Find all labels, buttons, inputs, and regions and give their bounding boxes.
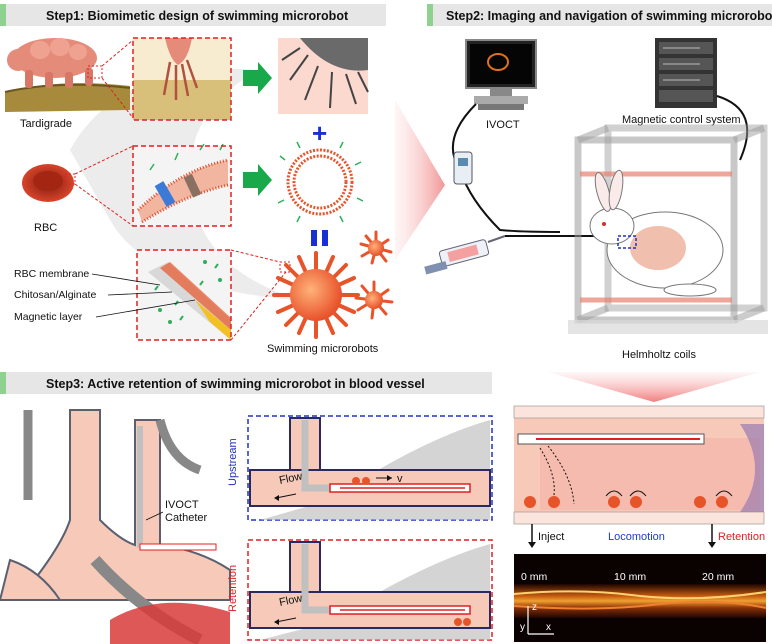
ivoct-catheter-label-1: IVOCT xyxy=(165,499,199,511)
rabbit xyxy=(589,169,724,297)
step1-title: Step1: Biomimetic design of swimming mic… xyxy=(46,9,349,23)
locomotion-label: Locomotion xyxy=(608,531,665,543)
tardigrade-label: Tardigrade xyxy=(20,118,72,130)
ivoct-label: IVOCT xyxy=(486,119,520,131)
oct-axes xyxy=(527,606,554,635)
ivoct-catheter-label-2: Catheter xyxy=(165,512,208,524)
magnetic-control-label: Magnetic control system xyxy=(622,114,741,126)
plus-sign: + xyxy=(312,118,327,148)
step2-title: Step2: Imaging and navigation of swimmin… xyxy=(446,9,772,23)
rbc-membrane-label: RBC membrane xyxy=(14,268,89,280)
chitosan-label: Chitosan/Alginate xyxy=(14,289,96,301)
membrane-vesicle xyxy=(277,141,364,223)
equals-sign xyxy=(311,230,328,246)
retention-panel xyxy=(247,539,493,641)
step-arrow-1-to-2 xyxy=(395,100,445,260)
microrobot-small-1 xyxy=(359,230,393,265)
flow-label-1: Flow xyxy=(278,470,303,487)
retention-side-label: Retention xyxy=(227,565,239,612)
catheter-controller xyxy=(453,151,473,185)
vessel-tree xyxy=(0,409,231,644)
velocity-label: v xyxy=(397,473,403,485)
claw-zoom-panel xyxy=(132,37,232,121)
step3-title: Step3: Active retention of swimming micr… xyxy=(46,377,425,391)
vessel-microrobots xyxy=(524,496,728,508)
locomotion-arrows xyxy=(605,490,733,497)
microrobot-small-2 xyxy=(354,280,394,320)
spiky-surface-panel xyxy=(278,38,369,114)
tardigrade-zoom-box xyxy=(87,65,103,79)
upstream-panel xyxy=(247,415,493,521)
magnetic-layer-label: Magnetic layer xyxy=(14,311,83,323)
axis-x: x xyxy=(546,622,551,633)
helmholtz-label: Helmholtz coils xyxy=(622,349,696,361)
step1-header: Step1: Biomimetic design of swimming mic… xyxy=(0,4,386,26)
control-cable xyxy=(716,95,749,161)
magnetic-control-rack xyxy=(655,38,717,108)
helmholtz-red-coils xyxy=(580,171,732,303)
flow-label-2: Flow xyxy=(278,592,303,609)
green-arrow-2 xyxy=(243,164,272,196)
syringe xyxy=(424,235,506,275)
inject-label: Inject xyxy=(538,531,564,543)
oct-image xyxy=(513,554,767,642)
microrobot-large xyxy=(272,251,360,339)
green-arrow-1 xyxy=(243,62,272,94)
ivoct-machine xyxy=(465,39,537,110)
step3-header: Step3: Active retention of swimming micr… xyxy=(0,372,492,394)
rbc-label: RBC xyxy=(34,222,57,234)
rbc-illustration xyxy=(22,164,74,202)
scale-0mm: 0 mm xyxy=(521,571,548,583)
retention-label: Retention xyxy=(718,531,765,543)
swimming-microrobots-label: Swimming microrobots xyxy=(267,343,379,355)
axis-y: y xyxy=(520,622,525,633)
membrane-zoom-panel xyxy=(132,143,232,227)
axis-z: z xyxy=(532,602,537,613)
step-arrow-2-to-3 xyxy=(548,372,760,402)
tardigrade-illustration xyxy=(4,38,131,112)
ivoct-cable xyxy=(451,103,561,233)
layers-zoom-panel xyxy=(136,249,232,341)
step2-header: Step2: Imaging and navigation of swimmin… xyxy=(427,4,772,26)
scale-20mm: 20 mm xyxy=(702,571,734,583)
upstream-label: Upstream xyxy=(227,438,239,486)
scale-10mm: 10 mm xyxy=(614,571,646,583)
